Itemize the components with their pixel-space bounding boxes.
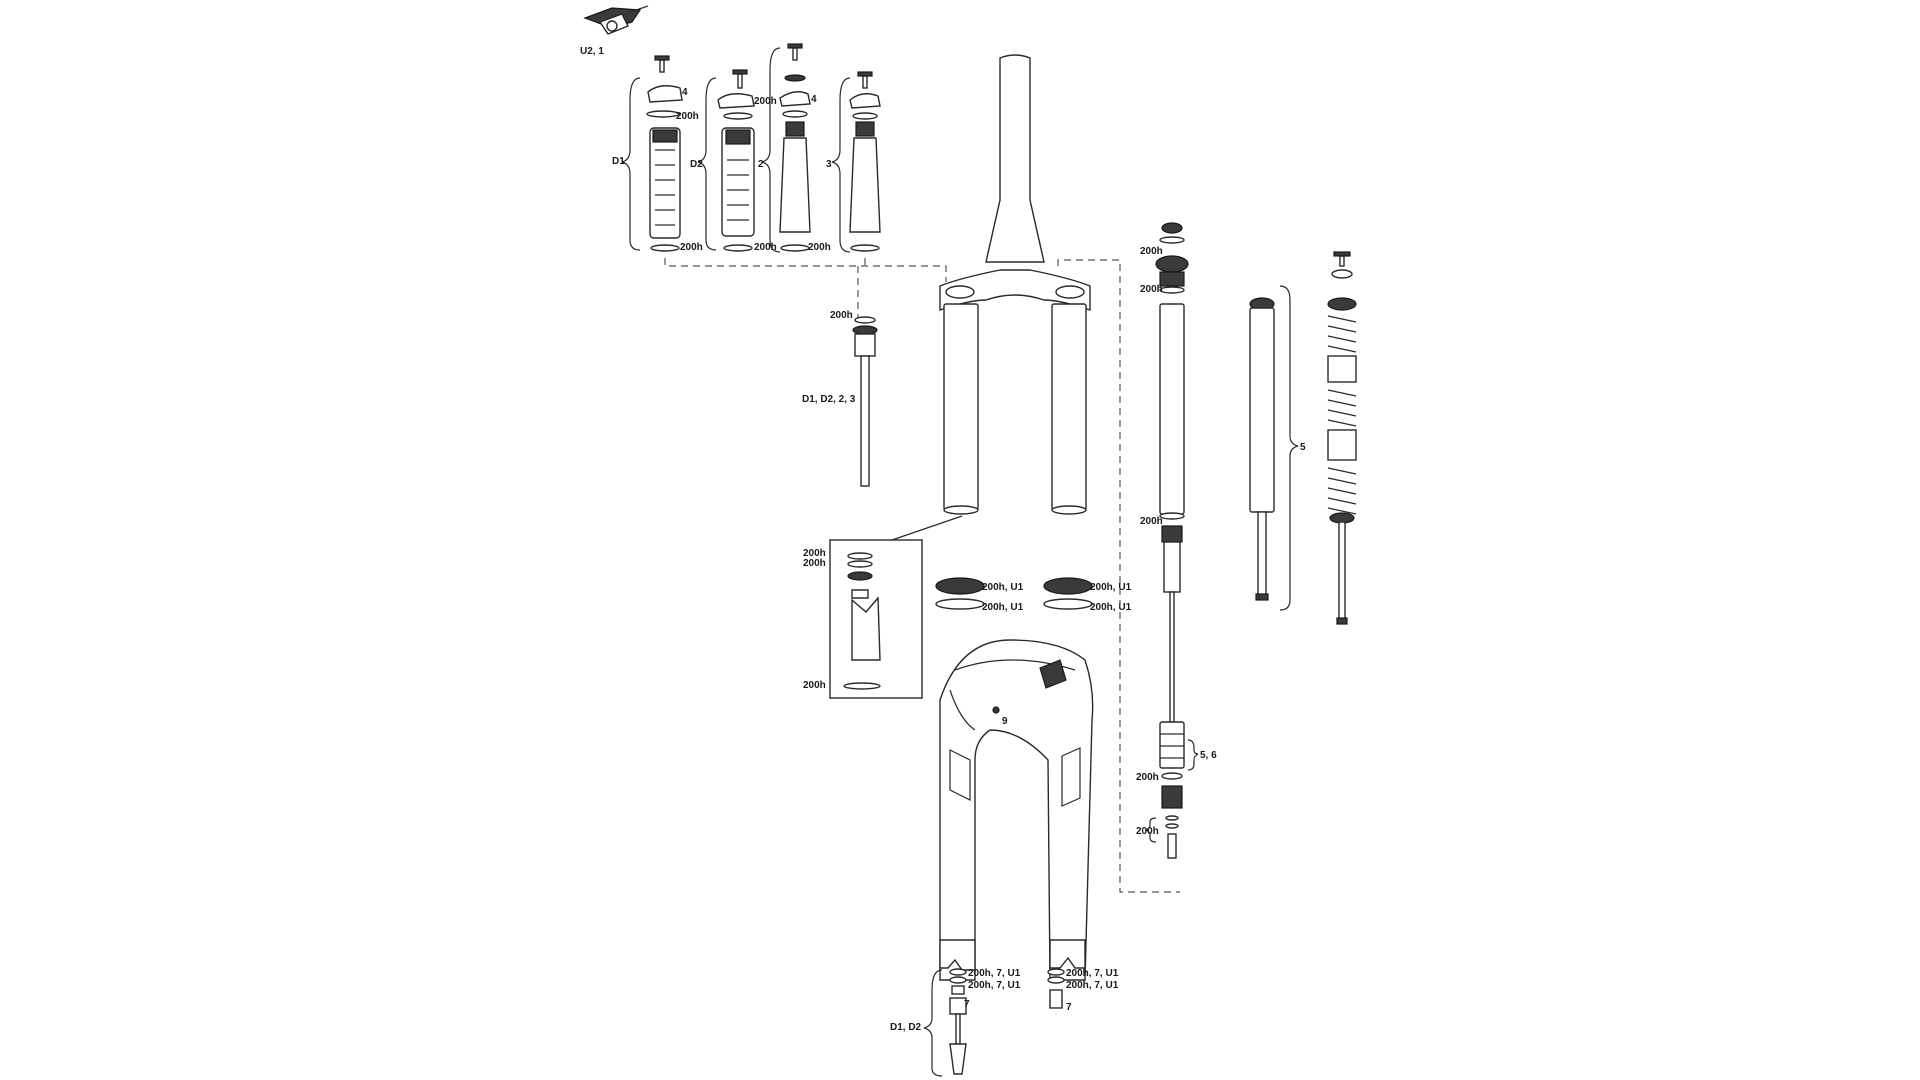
- label-200h-c2: 200h: [808, 242, 831, 253]
- label-shaft: D1, D2, 2, 3: [802, 394, 856, 405]
- label-7-left: 7: [964, 999, 970, 1010]
- label-200h-air-2: 200h: [1140, 284, 1163, 295]
- spring-cartridge-group: [1249, 285, 1299, 611]
- seal-detail-box: [829, 515, 963, 699]
- cartridge-3-group: [831, 71, 881, 253]
- label-7-right: 7: [1066, 1002, 1072, 1013]
- label-9: 9: [1002, 716, 1008, 727]
- bottom-hardware-left: [923, 968, 967, 1077]
- label-seal7-4: 200h, 7, U1: [1066, 980, 1119, 991]
- label-200h-d2-bottom: 200h: [754, 242, 777, 253]
- label-4b: 4: [811, 94, 817, 105]
- label-200h-d1-top: 200h: [676, 111, 699, 122]
- label-remote: U2, 1: [580, 46, 604, 57]
- air-spring-assembly: [1144, 222, 1199, 859]
- fork-lowers: [939, 639, 1094, 981]
- damper-shaft-group: [852, 316, 878, 487]
- label-seal7-2: 200h, 7, U1: [968, 980, 1021, 991]
- leader-cartridges: [664, 258, 947, 320]
- label-200h-box-1: 200h: [803, 548, 826, 559]
- cartridge-d1-group: [621, 55, 683, 252]
- label-seal-u1-2: 200h, U1: [982, 602, 1024, 613]
- label-d2: D2: [690, 159, 703, 170]
- label-seal-u1-4: 200h, U1: [1090, 602, 1132, 613]
- label-200h-d2-top: 200h: [754, 96, 777, 107]
- label-d1-d2-bottom: D1, D2: [890, 1022, 922, 1033]
- label-seal7-3: 200h, 7, U1: [1066, 968, 1119, 979]
- label-200h-box-2: 200h: [803, 558, 826, 569]
- fork-upper-assembly: [939, 54, 1091, 515]
- leader-air-spring: [1057, 259, 1180, 893]
- label-d1: D1: [612, 156, 625, 167]
- label-5: 5: [1300, 442, 1306, 453]
- label-seal-u1-3: 200h, U1: [1090, 582, 1132, 593]
- label-200h-air-3: 200h: [1140, 516, 1163, 527]
- label-seal7-1: 200h, 7, U1: [968, 968, 1021, 979]
- coil-spring-group: [1327, 251, 1357, 625]
- cartridge-d2-group: [697, 69, 755, 252]
- bottom-hardware-right: [1047, 968, 1065, 1009]
- label-200h-box-3: 200h: [803, 680, 826, 691]
- remote-lever-icon: [583, 5, 649, 35]
- label-200h-air-1: 200h: [1140, 246, 1163, 257]
- dust-wipers: [935, 577, 1093, 610]
- cartridge-2-group: [761, 43, 811, 253]
- label-200h-shaft: 200h: [830, 310, 853, 321]
- label-4a: 4: [682, 87, 688, 98]
- label-3: 3: [826, 159, 832, 170]
- label-5-6: 5, 6: [1200, 750, 1217, 761]
- label-200h-d1-bottom: 200h: [680, 242, 703, 253]
- label-seal-u1-1: 200h, U1: [982, 582, 1024, 593]
- label-2: 2: [758, 159, 764, 170]
- label-200h-air-5: 200h: [1136, 826, 1159, 837]
- label-200h-air-4: 200h: [1136, 772, 1159, 783]
